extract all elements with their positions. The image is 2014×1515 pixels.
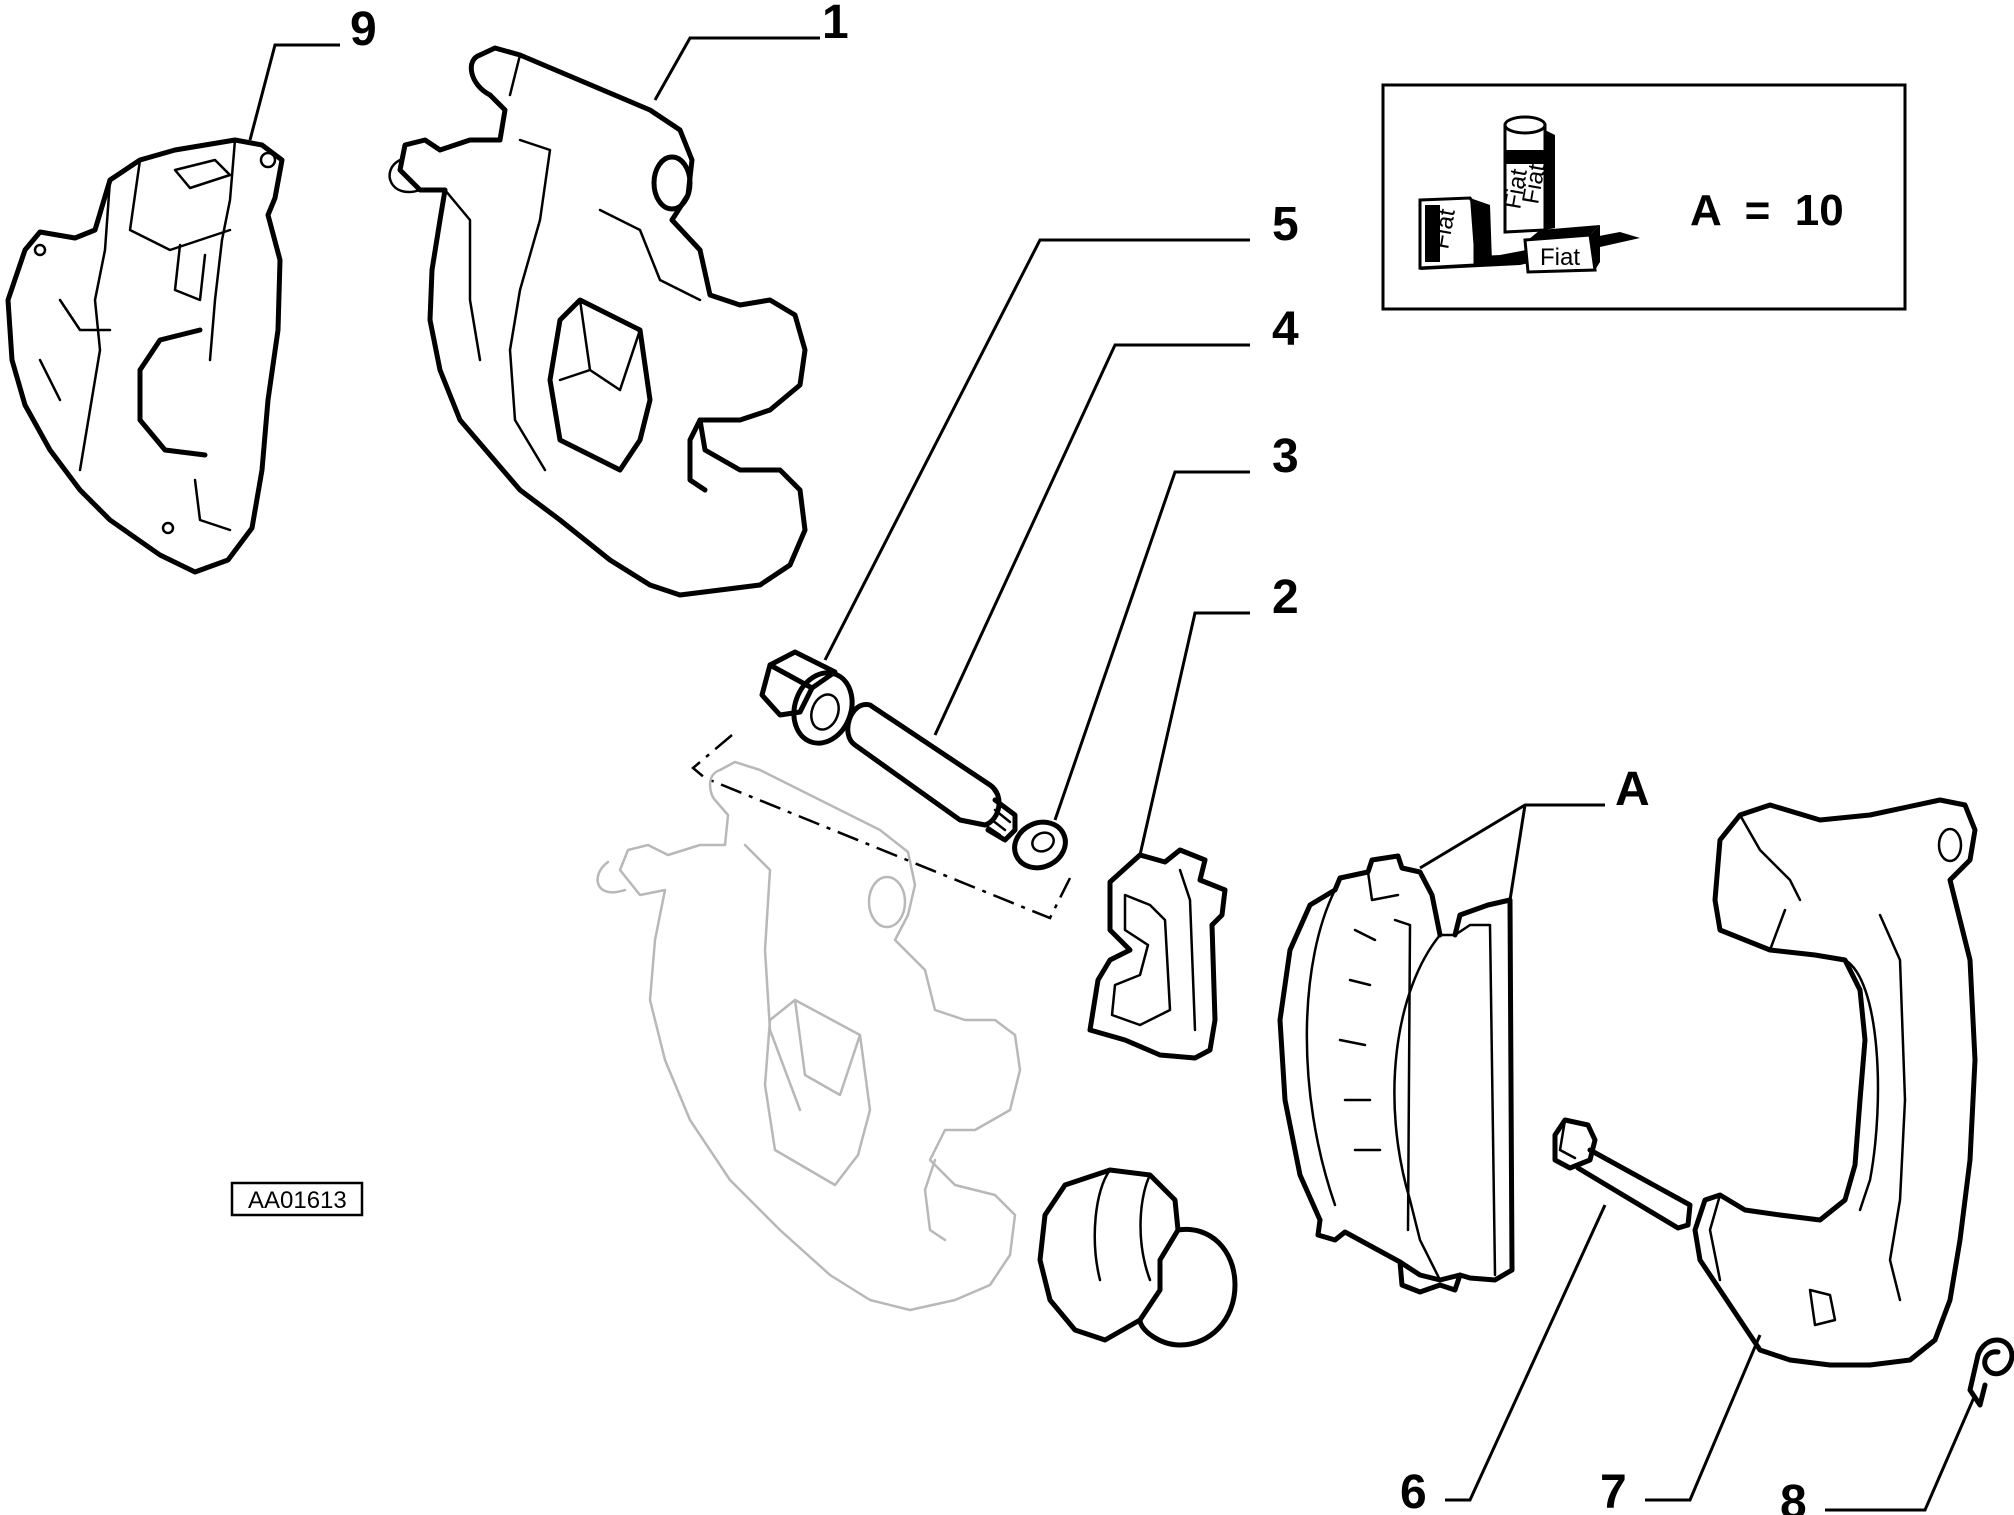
part-2-spring-plate <box>1087 847 1228 1061</box>
part-5-bushing <box>759 649 855 746</box>
part-7-bracket <box>1692 797 1978 1368</box>
callout-6: 6 <box>1400 1466 1427 1515</box>
part-4-guide-pin <box>845 702 1018 843</box>
part-8-clip <box>1967 1337 2014 1408</box>
callout-A: A <box>1615 763 1650 816</box>
ghost-caliper-reference <box>596 760 1022 1312</box>
leader-1 <box>653 36 820 101</box>
reference-code-box: AA01613 <box>230 1181 364 1217</box>
reference-code: AA01613 <box>248 1187 347 1214</box>
callout-5: 5 <box>1272 198 1299 251</box>
part-9-caliper-assembly <box>5 137 285 575</box>
leader-5 <box>823 238 1250 661</box>
callout-1: 1 <box>822 0 849 49</box>
assembly-axis-line <box>691 734 1072 920</box>
piston <box>1037 1167 1238 1348</box>
part-6-bolt <box>1552 1117 1693 1231</box>
leader-6 <box>1445 1204 1607 1502</box>
callout-8: 8 <box>1780 1476 1807 1515</box>
reference-code-frame <box>230 1181 364 1217</box>
callout-labels: 9 1 5 4 3 2 A 6 7 8 <box>350 0 1807 1515</box>
leader-9 <box>248 43 340 141</box>
callout-9: 9 <box>350 3 377 56</box>
callout-2: 2 <box>1272 571 1299 624</box>
leader-2 <box>1138 611 1250 856</box>
leader-lines <box>248 36 1977 1512</box>
leader-8 <box>1825 1394 1977 1512</box>
legend-value-text: A = 10 <box>1690 186 1844 235</box>
leader-A <box>1419 803 1605 901</box>
leader-4 <box>933 343 1250 736</box>
icon-label-4: Fiat <box>1540 244 1580 271</box>
fiat-grease-containers-icon: Fiat Fiat Fiat Fiat <box>1418 115 1640 274</box>
part-A-brake-pads <box>1277 853 1515 1295</box>
legend-box: Fiat Fiat Fiat Fiat A = 10 <box>1381 83 1907 311</box>
callout-3: 3 <box>1272 430 1299 483</box>
leader-3 <box>1053 470 1250 821</box>
part-1-caliper-body <box>388 45 808 598</box>
leader-7 <box>1645 1334 1762 1502</box>
callout-7: 7 <box>1600 1466 1627 1515</box>
part-3-ring <box>1012 819 1068 871</box>
callout-4: 4 <box>1272 303 1299 356</box>
